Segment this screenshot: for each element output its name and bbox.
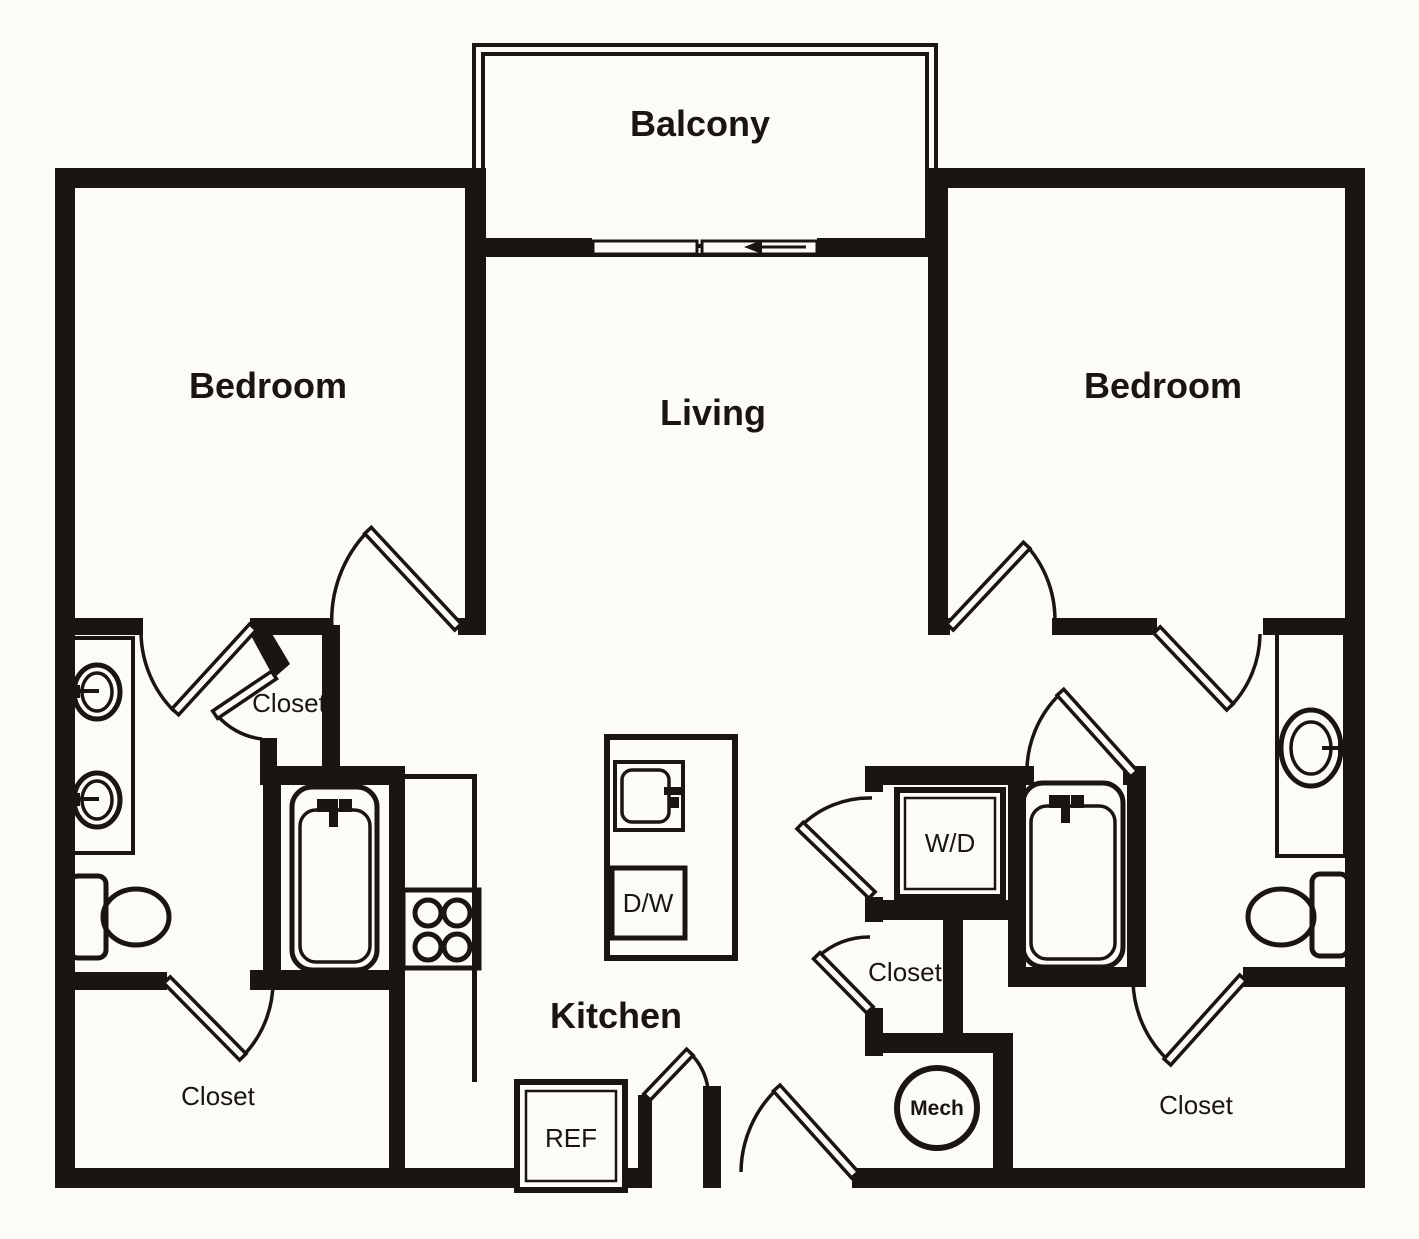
door-bedroom-right bbox=[944, 539, 1057, 635]
living-label: Living bbox=[660, 392, 766, 433]
entry-jamb-left bbox=[638, 1095, 652, 1188]
kitchen-island: D/W bbox=[604, 734, 738, 961]
door-bathroom-right bbox=[1151, 624, 1262, 713]
kitchen-label: Kitchen bbox=[550, 995, 682, 1036]
balcony-label: Balcony bbox=[630, 103, 770, 144]
refrigerator-label: REF bbox=[545, 1123, 597, 1153]
balcony-sliding-door bbox=[591, 239, 819, 256]
door-bathroom-left bbox=[139, 621, 259, 718]
mechanical-label: Mech bbox=[910, 1097, 964, 1120]
door-washer-dryer-closet bbox=[794, 796, 878, 901]
refrigerator: REF bbox=[514, 1079, 628, 1193]
stove-cooktop bbox=[400, 887, 482, 971]
mechanical-unit: Mech bbox=[894, 1065, 980, 1151]
bathtub-right bbox=[1020, 780, 1126, 970]
bathtub-left bbox=[289, 784, 380, 973]
dishwasher-label: D/W bbox=[623, 888, 674, 918]
closet-bottom-right-label: Closet bbox=[1159, 1090, 1233, 1120]
entry-jamb-center bbox=[703, 1086, 721, 1188]
door-bedroom-left bbox=[329, 524, 464, 633]
door-closet-bottom-left bbox=[161, 974, 275, 1063]
interior-walls-right bbox=[865, 188, 1345, 1188]
bedroom-right-label: Bedroom bbox=[1084, 365, 1242, 406]
balcony-railing bbox=[472, 43, 938, 257]
closet-bottom-left-label: Closet bbox=[181, 1081, 255, 1111]
door-closet-bath-left bbox=[210, 668, 279, 741]
island-sink bbox=[613, 760, 685, 832]
closet-hall-right-label: Closet bbox=[868, 957, 942, 987]
vanity-right bbox=[1275, 630, 1354, 858]
toilet-left bbox=[67, 873, 172, 961]
bedroom-left-label: Bedroom bbox=[189, 365, 347, 406]
sink-left-top bbox=[64, 662, 123, 722]
slide-direction-arrow-icon bbox=[744, 240, 806, 254]
washer-dryer: W/D bbox=[894, 787, 1006, 900]
exterior-walls bbox=[55, 168, 1365, 1188]
kitchen-counter bbox=[403, 774, 477, 1082]
door-tub-alcove-right bbox=[1025, 686, 1140, 780]
door-closet-bottom-right bbox=[1131, 972, 1249, 1068]
door-entry-right bbox=[739, 1082, 861, 1181]
vanity-left bbox=[64, 636, 135, 855]
dishwasher: D/W bbox=[609, 865, 688, 941]
sink-left-bottom bbox=[64, 770, 123, 830]
sink-right bbox=[1278, 707, 1354, 789]
closet-angled-wall bbox=[249, 622, 290, 678]
door-entry-left bbox=[641, 1046, 710, 1103]
toilet-right bbox=[1245, 871, 1351, 959]
door-closet-hall-right bbox=[811, 935, 876, 1016]
interior-walls-left bbox=[55, 188, 486, 1188]
washer-dryer-label: W/D bbox=[925, 828, 976, 858]
closet-bath-left-label: Closet bbox=[252, 688, 326, 718]
